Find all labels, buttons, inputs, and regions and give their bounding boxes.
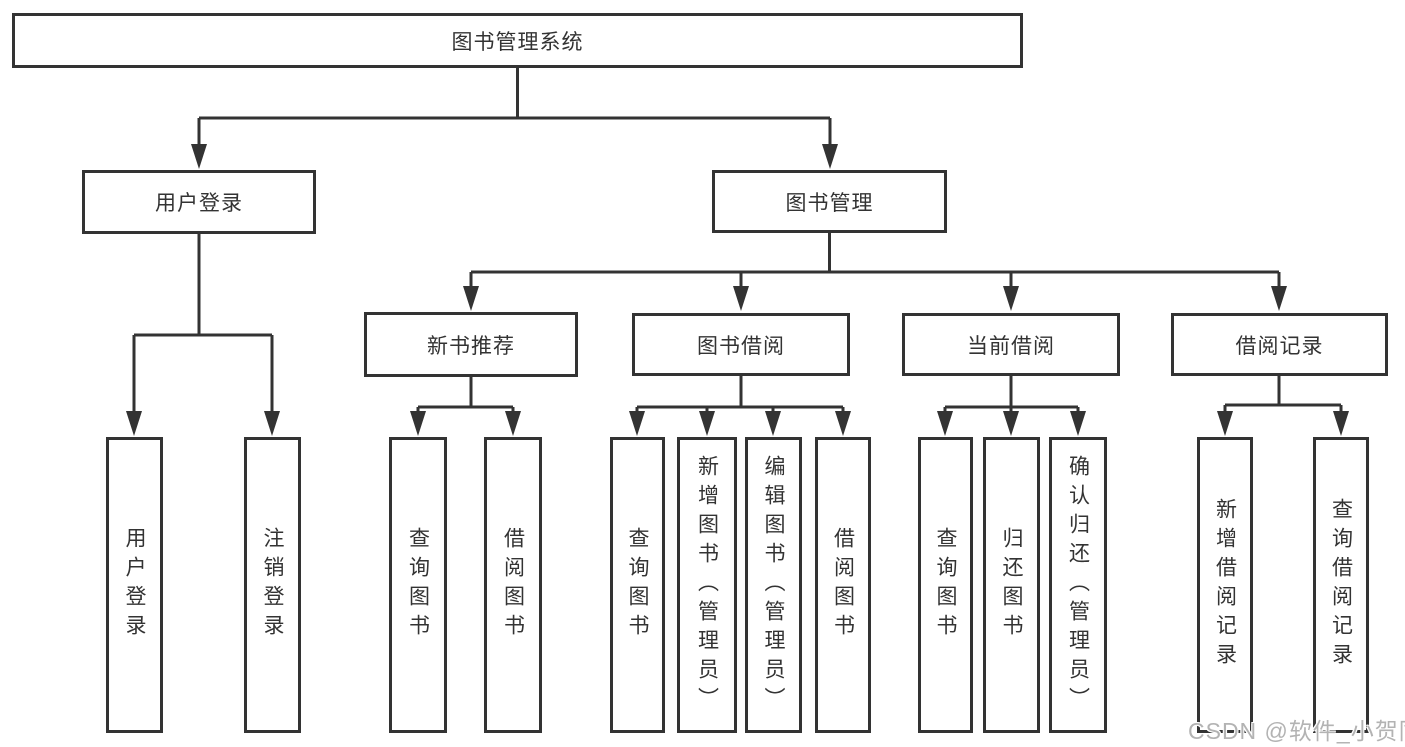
leaf-label: 查询借阅记录: [1329, 498, 1353, 672]
leaf-confirm-return-admin: 确认归还（管理员）: [1049, 437, 1107, 733]
connector-borrow-record-children: [1223, 376, 1343, 414]
leaf-current-query-books: 查询图书: [918, 437, 973, 733]
node-label: 用户登录: [155, 192, 243, 215]
connector-current-borrow-children: [943, 376, 1080, 414]
node-label: 借阅记录: [1235, 334, 1324, 358]
leaf-add-books-admin: 新增图书（管理员）: [677, 437, 737, 733]
connector-user-login-children: [132, 234, 274, 413]
node-book-borrowing: 图书借阅: [632, 313, 850, 376]
node-label: 新书推荐: [427, 334, 515, 358]
leaf-borrow-books: 借阅图书: [815, 437, 871, 733]
leaf-borrow-query-books: 查询图书: [610, 437, 665, 733]
connector-root-to-level2: [197, 68, 832, 147]
arrowheads-user-login-children: [126, 411, 280, 436]
leaf-logout: 注销登录: [244, 437, 301, 733]
leaf-label: 注销登录: [261, 527, 284, 643]
node-library-management-system: 图书管理系统: [12, 13, 1023, 68]
watermark: CSDN @软件_小贺同学: [1188, 718, 1405, 744]
leaf-add-borrow-record: 新增借阅记录: [1197, 437, 1253, 733]
node-label: 图书管理系统: [451, 30, 584, 54]
leaf-label: 用户登录: [123, 527, 146, 643]
leaf-recommend-borrow-books: 借阅图书: [484, 437, 542, 733]
leaf-recommend-query-books: 查询图书: [389, 437, 447, 733]
leaf-query-borrow-record: 查询借阅记录: [1313, 437, 1369, 733]
leaf-label: 查询图书: [406, 527, 430, 643]
arrowheads-level2: [191, 144, 838, 169]
leaf-label: 查询图书: [934, 527, 957, 643]
leaf-edit-books-admin: 编辑图书（管理员）: [745, 437, 802, 733]
leaf-user-login: 用户登录: [106, 437, 163, 733]
connector-book-borrow-children: [635, 376, 845, 414]
node-borrowing-records: 借阅记录: [1171, 313, 1388, 376]
arrowheads-book-borrow-children: [629, 411, 851, 436]
leaf-label: 新增借阅记录: [1213, 498, 1237, 672]
node-book-management: 图书管理: [712, 170, 947, 233]
node-current-borrowing: 当前借阅: [902, 313, 1120, 376]
leaf-label: 新增图书（管理员）: [695, 454, 719, 716]
arrowheads-level3: [463, 286, 1287, 311]
node-label: 图书管理: [785, 191, 874, 215]
node-label: 图书借阅: [697, 334, 785, 358]
connector-book-mgmt-children: [469, 233, 1281, 289]
node-new-book-recommend: 新书推荐: [364, 312, 578, 377]
arrowheads-borrow-record-children: [1217, 411, 1349, 436]
leaf-label: 编辑图书（管理员）: [762, 454, 785, 716]
leaf-label: 借阅图书: [831, 527, 855, 643]
node-label: 当前借阅: [967, 334, 1055, 358]
arrowheads-current-borrow-children: [937, 411, 1086, 436]
arrowheads-new-book-rec-children: [410, 411, 521, 436]
leaf-label: 查询图书: [626, 527, 649, 643]
leaf-return-books: 归还图书: [983, 437, 1040, 733]
node-user-login: 用户登录: [82, 170, 316, 234]
connector-new-book-rec-children: [416, 377, 515, 414]
leaf-label: 确认归还（管理员）: [1066, 454, 1090, 716]
leaf-label: 借阅图书: [501, 527, 525, 643]
leaf-label: 归还图书: [1000, 527, 1023, 643]
